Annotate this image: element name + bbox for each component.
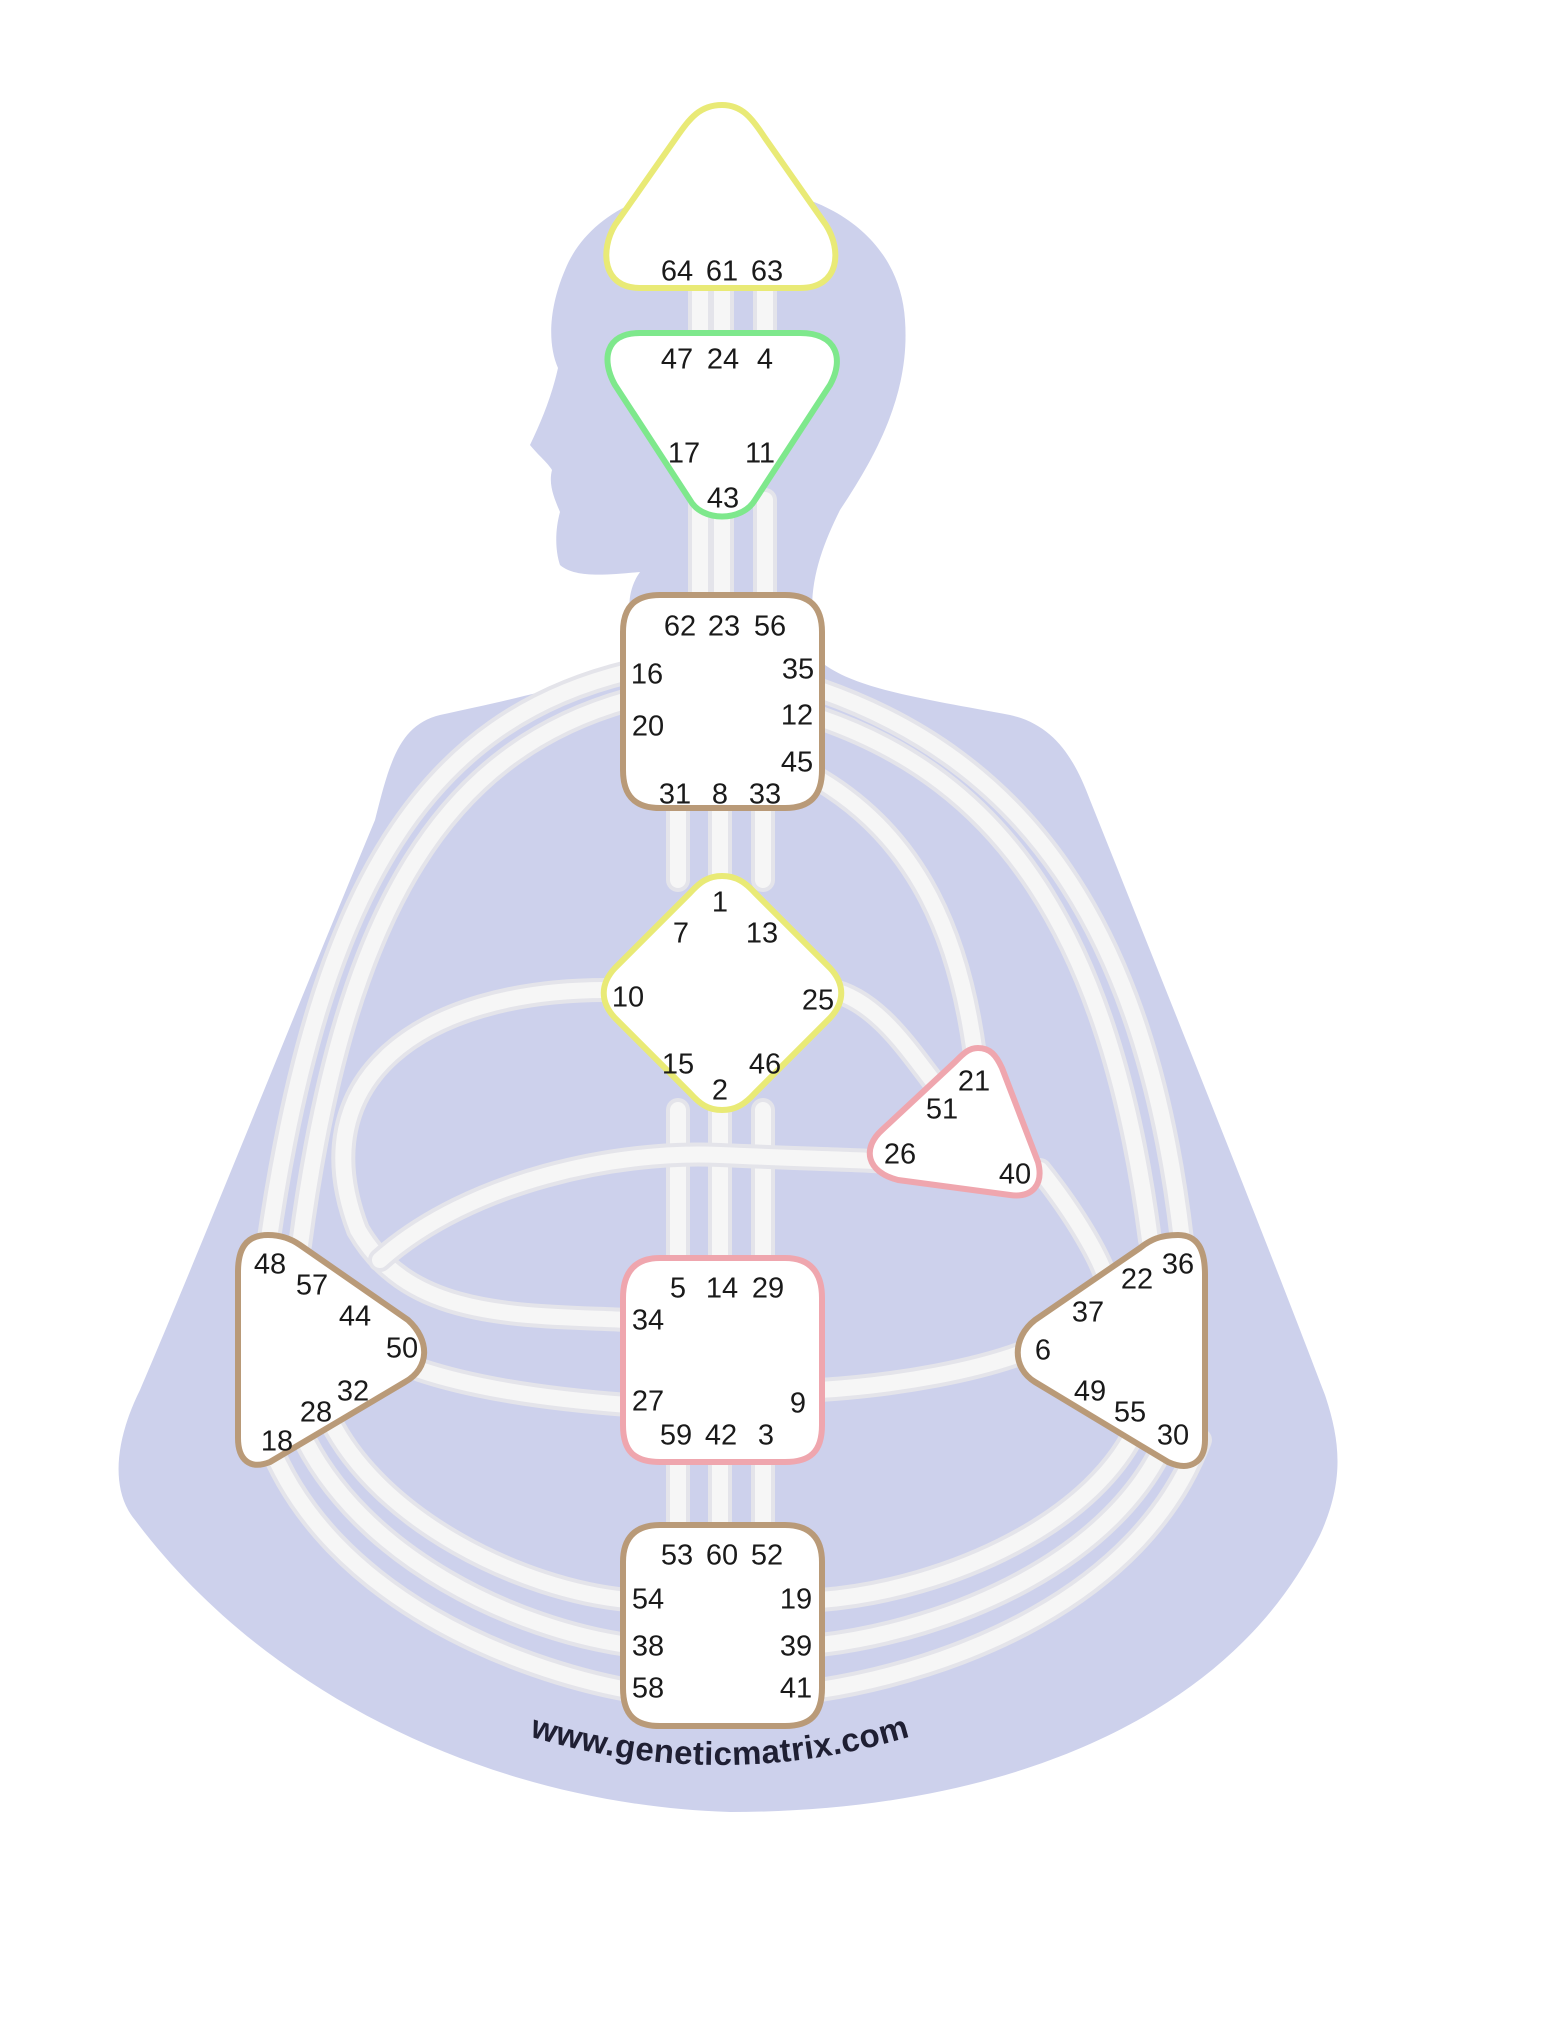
gate-label: 26 bbox=[884, 1139, 916, 1171]
gate-label: 19 bbox=[780, 1584, 812, 1616]
gate-label: 46 bbox=[749, 1049, 781, 1081]
center-solar-plexus[interactable] bbox=[1014, 1232, 1208, 1469]
gate-label: 60 bbox=[706, 1540, 738, 1572]
channel-spleen-root-2 bbox=[292, 1422, 636, 1653]
channel-throat-sp-1 bbox=[812, 682, 1190, 1248]
channel-throat-heart bbox=[812, 772, 983, 1063]
gate-label: 29 bbox=[752, 1273, 784, 1305]
gate-label: 42 bbox=[705, 1420, 737, 1452]
gate-label: 6 bbox=[1035, 1335, 1051, 1367]
gate-label: 30 bbox=[1157, 1420, 1189, 1452]
channel-g-heart bbox=[822, 982, 948, 1098]
gate-label: 48 bbox=[254, 1249, 286, 1281]
gate-label: 20 bbox=[632, 711, 664, 743]
center-throat[interactable] bbox=[620, 592, 825, 811]
gate-label: 64 bbox=[661, 256, 693, 288]
gate-label: 41 bbox=[780, 1673, 812, 1705]
center-g[interactable] bbox=[600, 873, 845, 1113]
gate-label: 7 bbox=[673, 918, 689, 950]
center-root[interactable] bbox=[620, 1522, 825, 1729]
channel-heart-sp bbox=[1032, 1162, 1113, 1283]
gate-label: 44 bbox=[339, 1301, 371, 1333]
gate-label: 24 bbox=[707, 344, 739, 376]
gate-label: 51 bbox=[926, 1094, 958, 1126]
gate-label: 15 bbox=[662, 1049, 694, 1081]
center-sacral[interactable] bbox=[620, 1255, 825, 1465]
gate-label: 58 bbox=[632, 1673, 664, 1705]
gate-label: 36 bbox=[1162, 1249, 1194, 1281]
gate-label: 37 bbox=[1072, 1297, 1104, 1329]
gate-label: 13 bbox=[746, 918, 778, 950]
channel-throat-spleen-2 bbox=[292, 692, 636, 1253]
gate-label: 28 bbox=[300, 1397, 332, 1429]
channel-sp-root-3 bbox=[812, 1432, 1208, 1698]
gate-label: 54 bbox=[632, 1584, 664, 1616]
gate-label: 56 bbox=[754, 611, 786, 643]
center-head[interactable] bbox=[603, 102, 839, 291]
gate-label: 47 bbox=[661, 344, 693, 376]
gate-label: 59 bbox=[660, 1420, 692, 1452]
channel-network bbox=[256, 278, 1212, 1702]
channel-throat-sp-2 bbox=[812, 710, 1158, 1248]
gate-label: 9 bbox=[790, 1388, 806, 1420]
gate-label: 17 bbox=[668, 438, 700, 470]
gate-label: 38 bbox=[632, 1631, 664, 1663]
gate-label: 11 bbox=[745, 438, 775, 470]
gate-label: 14 bbox=[706, 1273, 738, 1305]
gate-label: 8 bbox=[712, 779, 728, 811]
gate-label: 21 bbox=[958, 1066, 990, 1098]
gate-label: 45 bbox=[781, 747, 813, 779]
gate-label: 31 bbox=[659, 779, 691, 811]
gate-label: 55 bbox=[1114, 1397, 1146, 1429]
gate-label: 27 bbox=[632, 1386, 664, 1418]
gate-label: 40 bbox=[999, 1159, 1031, 1191]
gate-label: 2 bbox=[712, 1075, 728, 1107]
gate-label: 5 bbox=[670, 1273, 686, 1305]
gate-label: 33 bbox=[749, 779, 781, 811]
gate-label: 1 bbox=[712, 887, 728, 919]
channel-sacral-sp bbox=[812, 1342, 1038, 1398]
gate-label: 57 bbox=[296, 1270, 328, 1302]
gate-label: 32 bbox=[337, 1376, 369, 1408]
gate-label: 3 bbox=[758, 1420, 774, 1452]
channel-throat-spleen-1 bbox=[260, 664, 636, 1253]
gate-label: 49 bbox=[1074, 1376, 1106, 1408]
gate-label: 61 bbox=[706, 256, 738, 288]
center-heart[interactable] bbox=[866, 1045, 1043, 1199]
gate-label: 22 bbox=[1121, 1264, 1153, 1296]
gate-label: 52 bbox=[751, 1540, 783, 1572]
gate-label: 43 bbox=[707, 483, 739, 515]
gate-label: 16 bbox=[631, 659, 663, 691]
channel-sp-root-1 bbox=[812, 1412, 1148, 1608]
gate-label: 23 bbox=[708, 611, 740, 643]
gate-label: 34 bbox=[632, 1305, 664, 1337]
gate-label: 10 bbox=[612, 982, 644, 1014]
channel-spleen-root-3 bbox=[260, 1432, 636, 1698]
channel-sp-root-2 bbox=[812, 1422, 1178, 1653]
channel-spleen-sacral bbox=[412, 1362, 636, 1413]
center-ajna[interactable] bbox=[604, 330, 840, 520]
gate-label: 53 bbox=[661, 1540, 693, 1572]
gate-label: 50 bbox=[386, 1333, 418, 1365]
energy-centers bbox=[235, 102, 1208, 1729]
gate-label: 63 bbox=[751, 256, 783, 288]
gate-label: 12 bbox=[781, 700, 813, 732]
gate-label: 39 bbox=[780, 1631, 812, 1663]
channel-g-spleen-loop bbox=[335, 982, 636, 1328]
center-spleen[interactable] bbox=[235, 1232, 428, 1468]
gate-label: 4 bbox=[757, 344, 773, 376]
gate-label: 18 bbox=[261, 1426, 293, 1458]
gate-label: 62 bbox=[664, 611, 696, 643]
channel-spleen-root-1 bbox=[322, 1412, 636, 1608]
gate-label: 35 bbox=[782, 654, 814, 686]
gate-label: 25 bbox=[802, 985, 834, 1017]
